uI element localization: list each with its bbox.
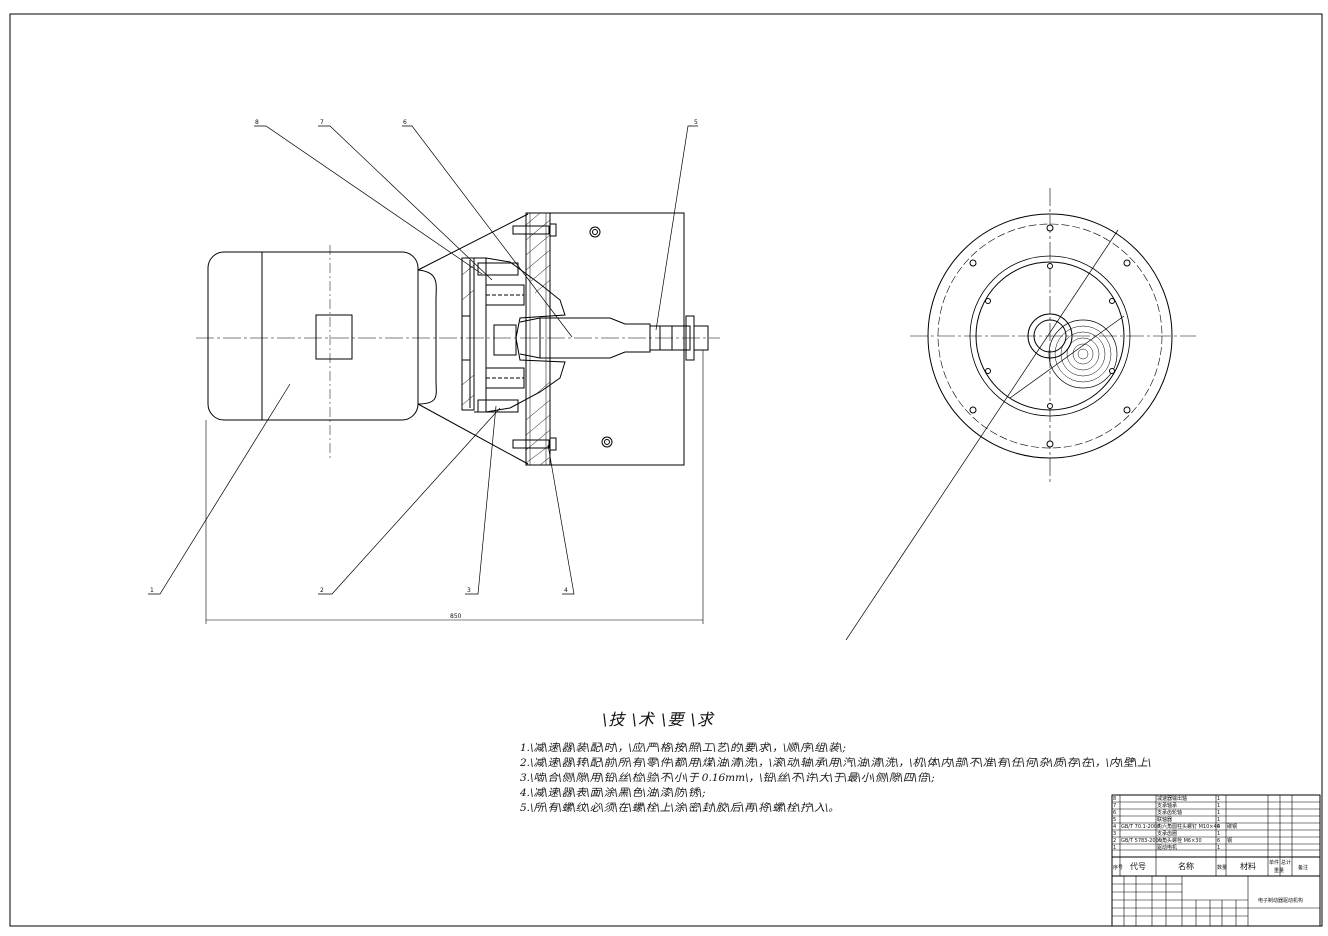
requirement-item-1: 1.\减\速\器\装\配\时\，\应\严\格\按\照\工\艺\的\要\求\，\顺… [520,742,846,754]
front-section-view [196,212,720,624]
tb-drawing-name: 电子制动器驱动机构 [1258,897,1303,904]
tb-part-qty: 1 [1217,831,1220,837]
tb-part-no: 2 [1113,838,1116,844]
tb-part-no: 8 [1113,796,1116,802]
requirement-item-3: 3.\啮\合\侧\隙\用\铅\丝\检\验\不\小\于 0.16mm\，\铅\丝\… [520,772,935,784]
tb-header-code: 代号 [1130,861,1146,871]
leader-label-2: 2 [320,587,324,594]
tb-part-name: 支承齿轮轴 [1157,809,1182,816]
requirement-item-2: 2.\减\速\器\转\配\前\所\有\零\件\都\用\煤\油\清\洗\，\滚\动… [520,757,1152,769]
requirement-item-5: 5.\所\有\螺\纹\必\须\在\螺\栓\上\涂\密\封\胶\后\再\将\螺\栓… [520,802,839,814]
tb-part-qty: 1 [1217,796,1220,802]
side-view [845,188,1196,641]
tb-header-weight: 重量 [1274,867,1284,874]
tb-part-qty: 6 [1217,838,1220,844]
tb-part-qty: 1 [1217,810,1220,816]
leader-label-5: 5 [694,119,698,126]
reducer-housing [461,212,709,466]
tb-header-name: 名称 [1178,861,1194,871]
frame-plate [550,212,685,466]
tb-part-code: GB/T 70.1-2008 [1121,824,1160,830]
tb-part-name: 内六角圆柱头螺钉 M10×40 [1157,823,1220,830]
tb-part-name: 减速器输出轴 [1157,795,1187,802]
tb-part-material: 钢 [1227,837,1232,844]
technical-requirements-list: 1.\减\速\器\装\配\时\，\应\严\格\按\照\工\艺\的\要\求\，\顺… [520,741,1151,816]
tb-header-total: 总计 [1281,859,1291,866]
tb-header-single: 单件 [1269,859,1279,866]
leader-label-7: 7 [320,119,324,126]
tb-part-name: 支承齿圈 [1157,830,1177,837]
leader-label-3: 3 [467,587,471,594]
tb-header-material: 材料 [1240,861,1256,871]
tb-part-material: 碳钢 [1227,823,1237,830]
tb-part-code: GB/T 5783-2000 [1121,838,1162,844]
part-leader-labels: 1 2 3 4 5 6 7 8 [150,119,698,594]
tb-part-qty: 1 [1217,845,1220,851]
sheet-border [9,13,1323,927]
tb-part-name: 联轴器 [1157,816,1172,823]
requirement-item-4: 4.\减\速\器\表\面\涂\黑\色\油\漆\防\锈\; [520,787,706,799]
tb-part-name: 支承轴承 [1157,802,1177,809]
leader-label-6: 6 [403,119,407,126]
tb-part-qty: 1 [1217,803,1220,809]
technical-requirements-title: \技 \术 \要 \求 [602,710,714,729]
tb-part-no: 7 [1113,803,1116,809]
tb-part-qty: 1 [1217,817,1220,823]
motor-body [207,245,471,460]
leader-label-1: 1 [150,587,154,594]
part-leaders [148,125,698,595]
tb-part-qty: 4 [1217,824,1220,830]
tb-part-name: 驱动电机 [1157,844,1177,851]
title-block [1111,794,1321,927]
leader-label-4: 4 [564,587,568,594]
overall-dimension-text: 850 [450,613,462,620]
tb-part-no: 3 [1113,831,1116,837]
tb-part-no: 1 [1113,845,1116,851]
tb-header-remark: 备注 [1298,864,1308,871]
tb-part-no: 5 [1113,817,1116,823]
tb-part-no: 6 [1113,810,1116,816]
tb-part-name: 六角头螺栓 M6×30 [1157,837,1202,844]
tb-header-qty: 数量 [1217,864,1227,871]
tb-header-no: 序号 [1113,864,1123,871]
tb-part-no: 4 [1113,824,1116,830]
leader-label-8: 8 [255,119,259,126]
title-block-text: 序号 代号 名称 数量 材料 单件 总计 重量 备注 电子制动器驱动机构 8 减速… [1113,795,1308,904]
